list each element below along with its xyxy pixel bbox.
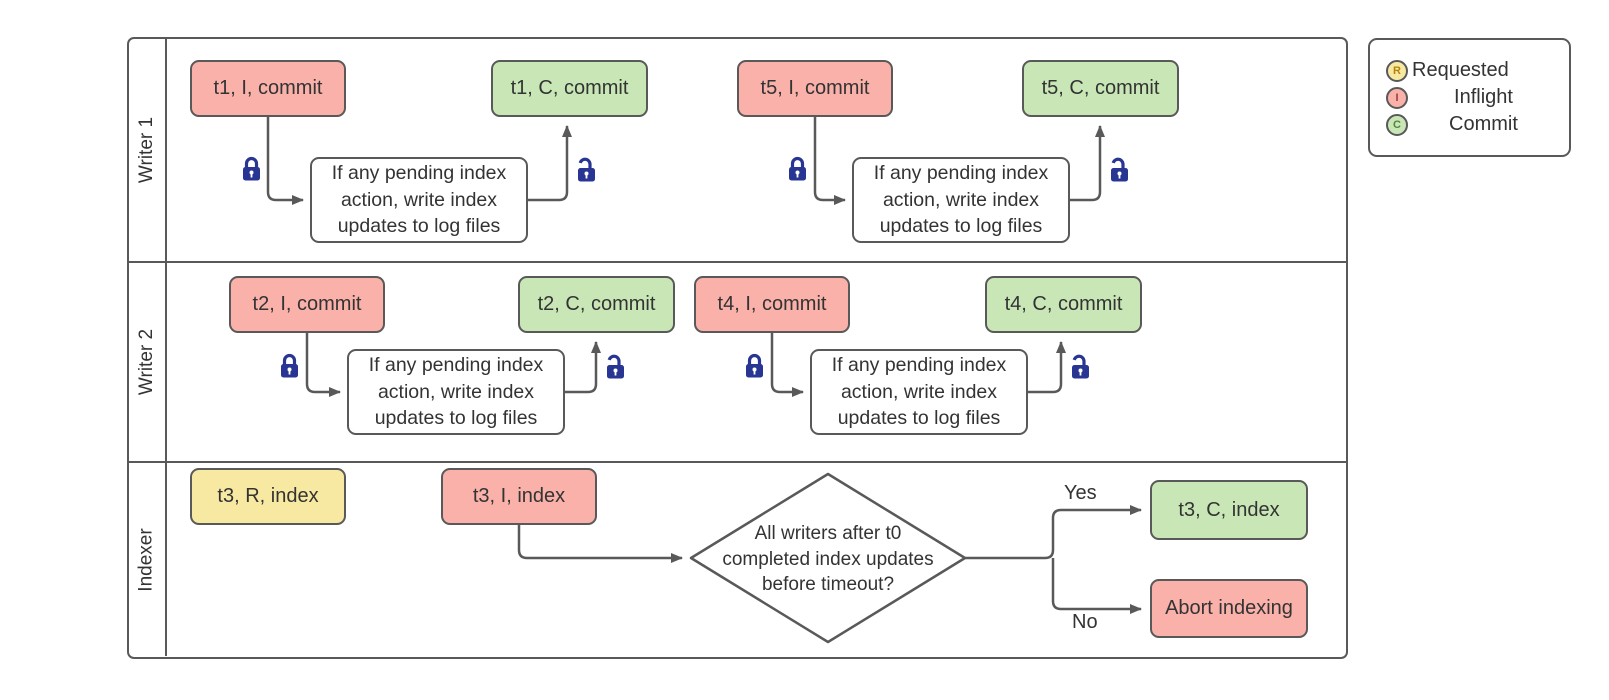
lock-closed-icon: [746, 353, 763, 378]
arrow-process-to-t5-commit: [1070, 125, 1105, 202]
legend-item-commit: C Commit: [1386, 113, 1559, 136]
node-t3-requested: t3, R, index: [190, 468, 346, 525]
lock-open-icon: [1111, 157, 1128, 182]
arrow-t5-inflight-to-process: [813, 117, 846, 205]
legend-item-inflight: I Inflight: [1386, 86, 1559, 109]
legend-label: Requested: [1412, 59, 1509, 81]
arrow-decision-yes-to-commit: [965, 505, 1142, 560]
node-writer1-process-1: If any pending index action, write index…: [310, 157, 528, 243]
lane-header-writer-2: Writer 2: [129, 263, 167, 461]
lock-closed-icon: [789, 156, 806, 181]
branch-label-yes: Yes: [1064, 482, 1097, 504]
node-t5-inflight: t5, I, commit: [737, 60, 893, 117]
arrow-t1-inflight-to-process: [266, 117, 304, 205]
node-t3-commit: t3, C, index: [1150, 480, 1308, 540]
lock-open-icon: [607, 354, 624, 379]
lane-header-writer-1: Writer 1: [129, 39, 167, 261]
lane-indexer: Indexer: [129, 461, 1346, 656]
legend-item-requested: R Requested: [1386, 59, 1559, 82]
lock-closed-icon: [281, 353, 298, 378]
commit-state-icon: C: [1386, 113, 1408, 136]
lane-header-indexer: Indexer: [129, 463, 167, 656]
node-t4-inflight: t4, I, commit: [694, 276, 850, 333]
node-t3-inflight: t3, I, index: [441, 468, 597, 525]
legend-label: Commit: [1449, 113, 1518, 135]
arrow-process-to-t1-commit: [528, 125, 572, 202]
node-t1-inflight: t1, I, commit: [190, 60, 346, 117]
node-t1-commit: t1, C, commit: [491, 60, 648, 117]
node-t2-commit: t2, C, commit: [518, 276, 675, 333]
node-writer2-process-2: If any pending index action, write index…: [810, 349, 1028, 435]
arrow-t4-inflight-to-process: [770, 333, 804, 397]
inflight-state-icon: I: [1386, 86, 1408, 109]
decision-question: All writers after t0 completed index upd…: [722, 523, 934, 596]
arrow-process-to-t2-commit: [565, 341, 601, 394]
decision-diamond: [689, 472, 967, 644]
lane-writer-2: Writer 2: [129, 261, 1346, 461]
lock-closed-icon: [243, 156, 260, 181]
node-t5-commit: t5, C, commit: [1022, 60, 1179, 117]
node-writer1-process-2: If any pending index action, write index…: [852, 157, 1070, 243]
node-writer2-process-1: If any pending index action, write index…: [347, 349, 565, 435]
legend-label: Inflight: [1454, 86, 1513, 108]
requested-state-icon: R: [1386, 59, 1408, 82]
legend: R Requested I Inflight C Commit: [1368, 38, 1571, 157]
arrow-decision-no-to-abort: [1051, 558, 1142, 614]
arrow-t3-inflight-to-decision: [517, 525, 683, 563]
arrow-process-to-t4-commit: [1028, 341, 1066, 394]
lock-open-icon: [1072, 354, 1089, 379]
node-t4-commit: t4, C, commit: [985, 276, 1142, 333]
arrow-t2-inflight-to-process: [305, 333, 341, 397]
lane-writer-1: Writer 1: [129, 39, 1346, 261]
lock-open-icon: [578, 157, 595, 182]
branch-label-no: No: [1072, 611, 1098, 633]
node-t2-inflight: t2, I, commit: [229, 276, 385, 333]
node-abort-indexing: Abort indexing: [1150, 579, 1308, 638]
